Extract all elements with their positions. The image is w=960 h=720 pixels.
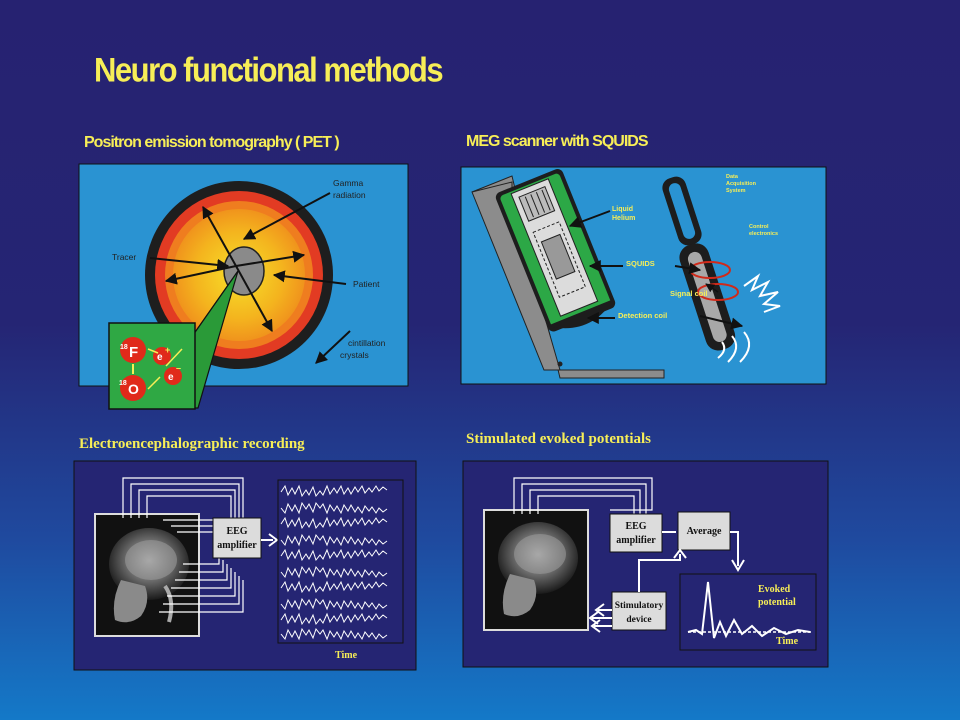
svg-text:Stimulatory: Stimulatory (615, 601, 664, 611)
patient-label: Patient (353, 279, 380, 289)
data-system-label: Data (726, 174, 739, 180)
eeg-time-label: Time (335, 650, 358, 661)
positron (153, 347, 171, 365)
svg-text:EEG: EEG (226, 526, 247, 537)
svg-text:Helium: Helium (612, 215, 635, 222)
eeg-panel: EEG amplifier Time (73, 460, 417, 671)
stimulatory-device-box (611, 591, 667, 631)
sep-time-label: Time (776, 636, 799, 647)
tracer-label: Tracer (112, 252, 136, 262)
liquid-helium-label: Liquid (612, 206, 633, 213)
svg-text:O: O (128, 381, 139, 397)
svg-text:amplifier: amplifier (616, 535, 656, 546)
sep-panel: EEG amplifier Average Stimulatory device… (462, 460, 829, 668)
pet-heading: Positron emission tomography ( PET ) (84, 134, 340, 151)
svg-text:potential: potential (758, 597, 796, 608)
sep-amplifier-box (609, 513, 663, 553)
fluorine-atom (120, 337, 146, 363)
svg-text:Acquisition: Acquisition (726, 181, 757, 187)
svg-text:+: + (165, 345, 170, 355)
evoked-label: Evoked (758, 584, 791, 595)
detection-coil-label: Detection coil (618, 311, 667, 320)
svg-text:e: e (157, 352, 163, 363)
stimulus-arrows (588, 603, 612, 633)
evoked-potential-box (679, 573, 817, 651)
dewar (495, 169, 616, 332)
eeg-traces (280, 484, 388, 641)
sep-heading: Stimulated evoked potentials (466, 431, 652, 447)
svg-text:18: 18 (119, 380, 127, 387)
svg-text:–: – (176, 363, 181, 373)
svg-text:18: 18 (120, 344, 128, 351)
average-box (677, 511, 731, 551)
electron (164, 367, 182, 385)
meg-diagram: Liquid Helium SQUIDS Detection coil Sign… (460, 166, 827, 385)
svg-text:device: device (626, 615, 651, 625)
svg-text:Average: Average (687, 526, 722, 537)
crystals-label: cintillation (348, 338, 386, 348)
svg-text:e: e (168, 372, 174, 383)
svg-text:amplifier: amplifier (217, 540, 257, 551)
control-electronics-label: Control (749, 224, 769, 230)
eeg-amplifier-box (212, 517, 262, 559)
gamma-label: Gamma (333, 178, 364, 188)
evoked-waveform (687, 581, 811, 639)
svg-text:crystals: crystals (340, 350, 369, 360)
meg-heading: MEG scanner with SQUIDS (466, 133, 648, 150)
svg-text:radiation: radiation (333, 190, 366, 200)
slide-title: Neuro functional methods (94, 50, 444, 90)
pet-diagram: Gamma radiation Tracer Patient cintillat… (78, 163, 409, 410)
svg-text:F: F (129, 344, 138, 361)
svg-text:electronics: electronics (749, 231, 778, 237)
signal-coil-label: Signal coil (670, 289, 708, 298)
oxygen-atom (120, 375, 146, 401)
svg-text:EEG: EEG (625, 521, 646, 532)
svg-text:System: System (726, 188, 746, 194)
squids-label: SQUIDS (626, 259, 655, 268)
annihilation-zoom (108, 322, 196, 410)
eeg-heading: Electroencephalographic recording (79, 436, 305, 452)
